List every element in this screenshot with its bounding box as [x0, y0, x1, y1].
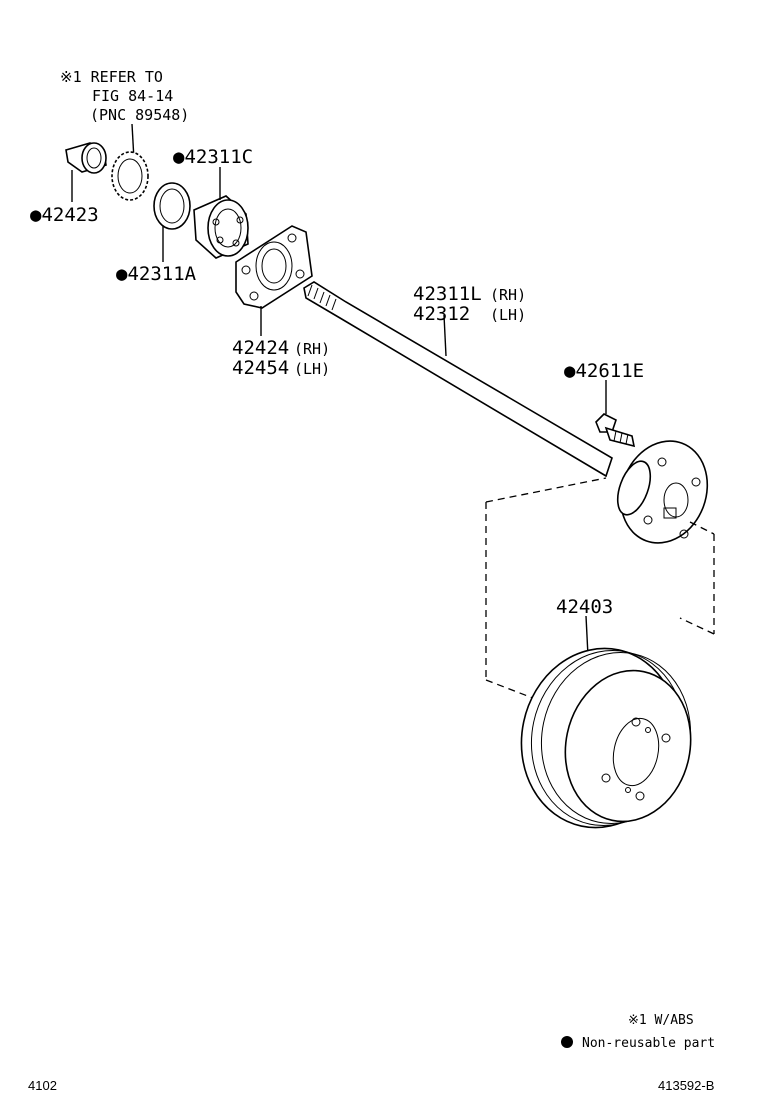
label-42454-side: (LH) — [294, 360, 330, 378]
label-42312-side: (LH) — [490, 306, 526, 324]
refer-note-line2: FIG 84-14 — [92, 87, 173, 105]
refer-note: ※1 REFER TO FIG 84-14 (PNC 89548) — [60, 68, 189, 161]
part-42423-collar[interactable] — [65, 142, 107, 202]
refer-note-line1: ※1 REFER TO — [60, 68, 163, 86]
label-42424: 42424 — [232, 337, 289, 359]
label-42311C: ●42311C — [173, 146, 253, 168]
legend-nonreusable-label: Non-reusable part — [582, 1036, 715, 1051]
label-42403: 42403 — [556, 596, 613, 618]
legend-abs-note: ※1 W/ABS — [628, 1013, 694, 1028]
label-42311L-side: (RH) — [490, 286, 526, 304]
label-42423: ●42423 — [30, 204, 99, 226]
label-42454: 42454 — [232, 357, 289, 379]
label-42311A: ●42311A — [116, 263, 197, 285]
label-42424-side: (RH) — [294, 340, 330, 358]
assembly-dashed-lines — [485, 477, 715, 701]
axle-flange[interactable] — [607, 429, 722, 555]
non-reusable-bullet-icon — [561, 1036, 573, 1048]
label-42312: 42312 — [413, 303, 470, 325]
refer-note-line3: (PNC 89548) — [90, 106, 189, 124]
part-42311L-axle-shaft[interactable] — [303, 281, 613, 478]
part-42424-retainer-plate[interactable] — [235, 225, 313, 336]
part-42611E-hub-bolt[interactable] — [595, 380, 636, 448]
label-42611E: ●42611E — [564, 360, 644, 382]
page-code: 4102 — [28, 1078, 57, 1093]
part-42311A-seal[interactable] — [153, 182, 191, 262]
abs-rotor-ring[interactable] — [111, 151, 149, 201]
legend: ※1 W/ABS Non-reusable part — [561, 1013, 715, 1051]
part-42311C-bearing[interactable] — [193, 167, 249, 259]
drawing-id: 413592-B — [658, 1078, 714, 1093]
label-42311L: 42311L — [413, 283, 482, 305]
part-42403-brake-drum[interactable] — [505, 615, 706, 842]
